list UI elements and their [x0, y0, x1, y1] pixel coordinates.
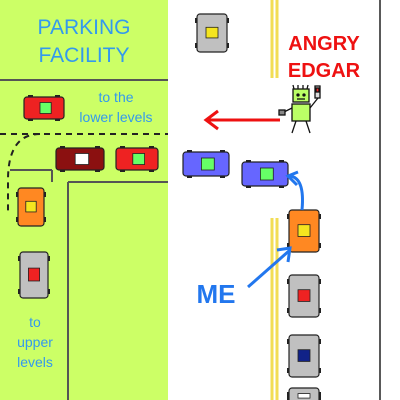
car-window	[297, 289, 311, 302]
facility-title-line2: FACILITY	[38, 44, 129, 67]
blue-car-angle	[241, 160, 289, 188]
gray-car-queue-2	[287, 334, 321, 378]
car-window	[74, 153, 90, 165]
parked-gray-car-top	[195, 13, 229, 53]
lot-boundary	[0, 79, 168, 400]
car-window	[297, 224, 311, 237]
gray-car-queue-1	[287, 274, 321, 318]
orange-car-ramp	[16, 187, 46, 227]
car-window	[297, 349, 311, 362]
blue-car-street	[182, 150, 230, 178]
angry-edgar-label-line1: ANGRY	[288, 33, 360, 55]
car-window	[132, 153, 145, 165]
gray-car-ramp	[18, 251, 50, 299]
lower-levels-label-line2: lower levels	[79, 109, 152, 125]
upper-levels-label-line2: upper	[17, 334, 53, 350]
car-window	[205, 26, 219, 39]
car-window	[27, 267, 40, 282]
red-arrow	[203, 109, 280, 131]
maroon-car-in-lot	[55, 146, 105, 172]
red-car-in-lot	[115, 146, 159, 172]
car-window	[39, 102, 52, 114]
angry-edgar-figure	[278, 84, 321, 134]
gray-car-queue-3	[287, 387, 321, 400]
me-label: ME	[197, 279, 236, 309]
blue-arrow-turn	[285, 170, 304, 211]
upper-levels-label-line1: to	[29, 314, 41, 330]
car-window	[297, 393, 311, 399]
lane-lines	[270, 0, 279, 400]
orange-car-me	[287, 209, 321, 253]
upper-levels-label-line3: levels	[17, 354, 53, 370]
cars-layer	[16, 13, 321, 400]
ramp-divider-dashed	[0, 133, 168, 215]
lower-levels-label-line1: to the	[98, 89, 133, 105]
facility-title-line1: PARKING	[38, 16, 131, 39]
car-window	[200, 157, 215, 171]
angry-edgar-label-line2: EDGAR	[288, 60, 361, 82]
car-window	[25, 200, 37, 213]
car-window	[259, 167, 274, 181]
red-car-lower-levels-lane	[23, 95, 65, 121]
blue-arrow-me	[247, 246, 292, 289]
